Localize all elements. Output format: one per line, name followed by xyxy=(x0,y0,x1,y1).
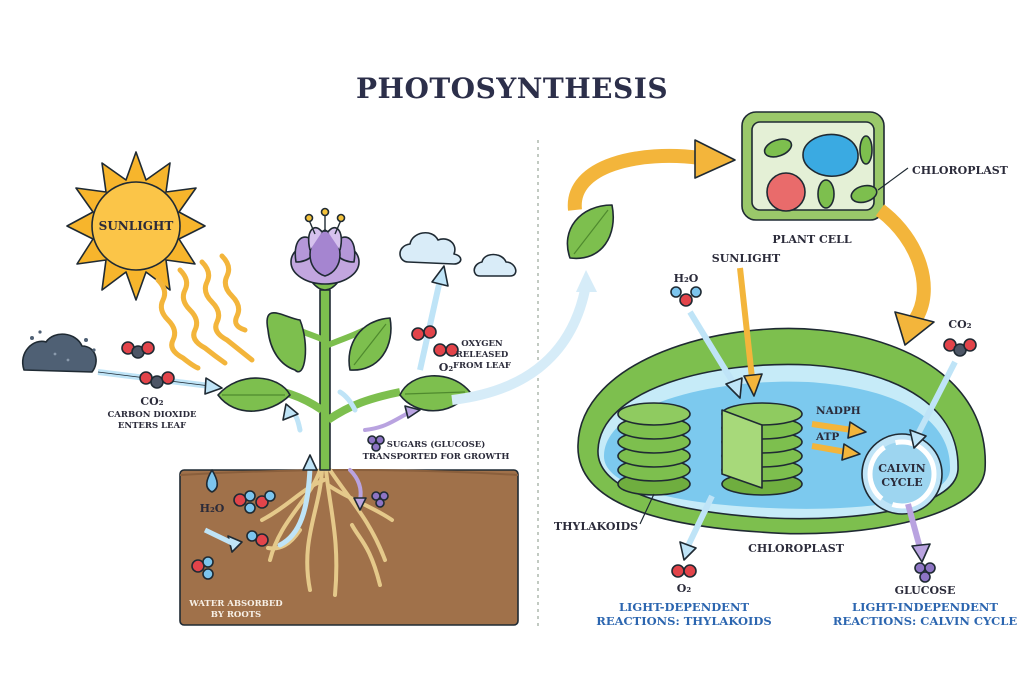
light-dependent-label-1: LIGHT-DEPENDENT xyxy=(619,600,749,614)
water-label-1: WATER ABSORBED xyxy=(188,599,283,609)
oxygen-label-3: FROM LEAF xyxy=(453,361,511,371)
thylakoids-label: THYLAKOIDS xyxy=(554,520,638,533)
oxygen-label-2: RELEASED xyxy=(456,350,509,360)
thylakoid-stack xyxy=(721,402,803,496)
nadph-label: NADPH xyxy=(816,405,861,417)
nadph-arrow xyxy=(811,421,853,433)
chloroplast-bottom-label: CHLOROPLAST xyxy=(748,542,845,555)
co2-molecule-icon xyxy=(121,341,155,359)
water-label-2: BY ROOTS xyxy=(211,610,261,620)
page-title: PHOTOSYNTHESIS xyxy=(356,72,668,105)
oxygen-arrow xyxy=(417,279,443,371)
sugars-label-2: TRANSPORTED FOR GROWTH xyxy=(363,452,510,462)
cloud-icon xyxy=(399,232,462,265)
h2o-molecule-icon xyxy=(191,556,214,580)
sunlight-label: SUNLIGHT xyxy=(99,219,174,233)
sugar-molecule-icon xyxy=(371,491,389,508)
plant-leaves xyxy=(217,312,471,412)
h2o-right-label: H₂O xyxy=(674,272,699,285)
sunlight-arrow xyxy=(737,267,755,379)
sugar-molecule-icon xyxy=(367,435,385,452)
light-dependent-label-2: REACTIONS: THYLAKOIDS xyxy=(596,614,771,628)
h2o-molecule-icon xyxy=(233,490,256,514)
flower xyxy=(290,207,360,291)
leaf-icon xyxy=(566,204,614,260)
glucose-molecule-icon xyxy=(914,562,936,583)
sugars-label-1: SUGARS (GLUCOSE) xyxy=(387,439,486,450)
atp-label: ATP xyxy=(815,431,839,443)
co2-molecule-icon xyxy=(943,338,977,357)
plant-cell-label: PLANT CELL xyxy=(772,233,851,246)
sun-icon xyxy=(66,151,206,301)
cloud-icon xyxy=(473,253,517,277)
co2-desc-1: CARBON DIOXIDE xyxy=(108,410,197,420)
co2-right-label: CO₂ xyxy=(948,318,971,331)
atp-arrow xyxy=(811,443,847,455)
h2o-molecule-icon xyxy=(255,490,276,509)
h2o-molecule-icon xyxy=(246,530,269,547)
glucose-label: GLUCOSE xyxy=(895,584,956,597)
smog-cloud-icon xyxy=(21,330,97,373)
o2-molecule-icon xyxy=(671,564,697,578)
thylakoid-stack xyxy=(617,402,691,496)
h2o-molecule-icon xyxy=(670,286,702,307)
sun-rays xyxy=(155,253,255,371)
glucose-arrow xyxy=(905,503,923,549)
light-independent-label-1: LIGHT-INDEPENDENT xyxy=(852,600,998,614)
water-drop-icon xyxy=(205,469,219,493)
o2-out-arrow xyxy=(685,494,715,548)
plant-cell xyxy=(741,111,885,221)
co2-label: CO₂ xyxy=(140,395,163,408)
sunlight-right-label: SUNLIGHT xyxy=(712,252,781,265)
light-independent-label-2: REACTIONS: CALVIN CYCLE xyxy=(833,614,1017,628)
h2o-label: H₂O xyxy=(200,502,225,515)
oxygen-label-1: OXYGEN xyxy=(461,339,503,349)
calvin-label-2: CYCLE xyxy=(881,476,922,489)
calvin-cycle-icon xyxy=(861,433,943,515)
o2-molecule-icon xyxy=(433,343,459,357)
o2-molecule-icon xyxy=(411,325,437,341)
co2-desc-2: ENTERS LEAF xyxy=(118,421,186,431)
chloroplast-label-top: CHLOROPLAST xyxy=(912,164,1009,177)
co2-molecule-icon xyxy=(139,371,175,389)
o2-label: O₂ xyxy=(439,361,454,374)
o2-right-label: O₂ xyxy=(677,582,692,595)
orange-arrow xyxy=(567,149,701,211)
calvin-label-1: CALVIN xyxy=(878,462,925,475)
transfer-arrow xyxy=(451,288,590,405)
